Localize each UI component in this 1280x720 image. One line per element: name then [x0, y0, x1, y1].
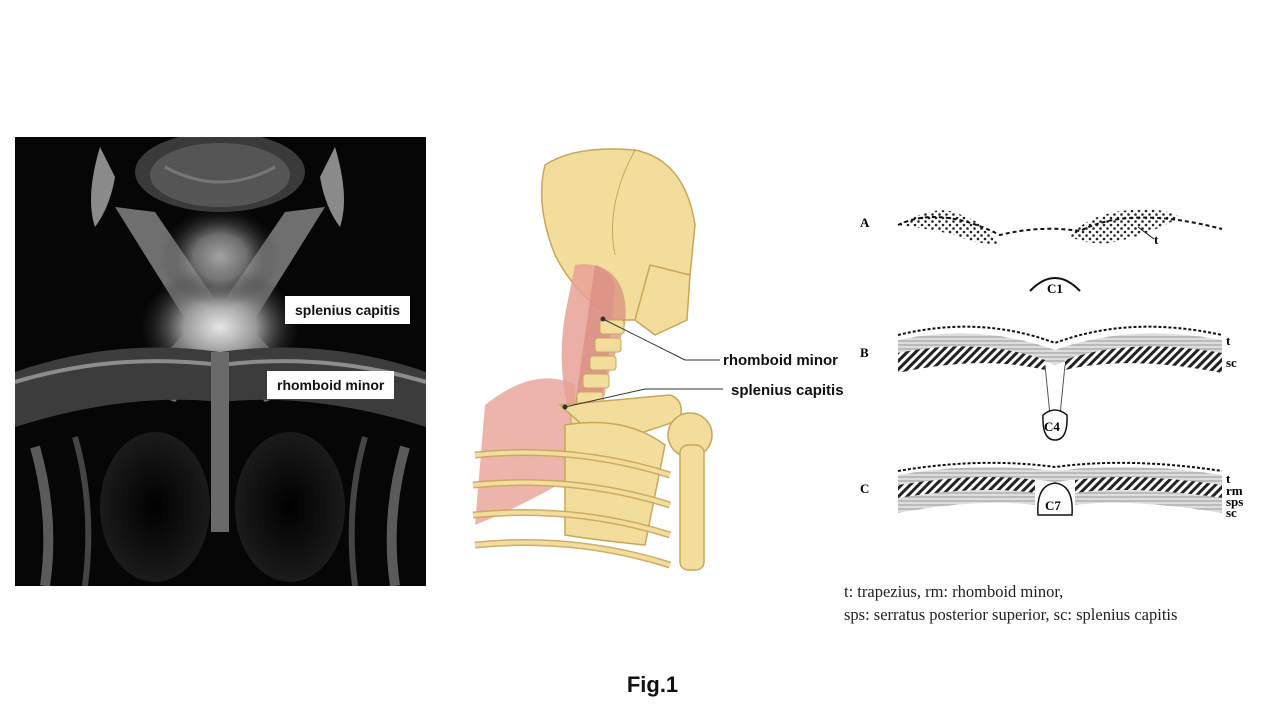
cross-section-diagram: A t C1 B C4 t sc C C7 t rm sps sc	[850, 195, 1250, 535]
vertebra-c7: C7	[1045, 498, 1061, 513]
row-b-tag-t: t	[1226, 333, 1231, 348]
mri-label-splenius-capitis: splenius capitis	[285, 296, 411, 324]
vertebra-c4: C4	[1044, 419, 1060, 434]
mri-image: splenius capitis rhomboid minor	[15, 137, 426, 586]
mri-label-rhomboid-minor: rhomboid minor	[267, 371, 395, 399]
illus-label-splenius-capitis: splenius capitis	[731, 382, 844, 399]
row-b-tag-sc: sc	[1226, 355, 1237, 370]
row-c-tag-sc: sc	[1226, 505, 1237, 520]
anatomy-illustration: rhomboid minor splenius capitis	[455, 145, 875, 575]
row-a-tag-t: t	[1154, 232, 1159, 247]
row-letter-b: B	[860, 345, 869, 360]
vertebra-c1: C1	[1047, 281, 1063, 296]
row-c-tag-rm: rm	[1226, 483, 1243, 498]
figure-caption: Fig.1	[626, 672, 679, 697]
row-c-tag-t: t	[1226, 471, 1231, 486]
row-letter-a: A	[860, 215, 870, 230]
legend-line-1: t: trapezius, rm: rhomboid minor,	[844, 582, 1064, 601]
abbreviation-legend: t: trapezius, rm: rhomboid minor, sps: s…	[844, 580, 1177, 626]
row-c-tag-sps: sps	[1226, 494, 1243, 509]
illus-label-rhomboid-minor: rhomboid minor	[723, 352, 838, 369]
row-letter-c: C	[860, 481, 869, 496]
legend-line-2: sps: serratus posterior superior, sc: sp…	[844, 605, 1178, 624]
